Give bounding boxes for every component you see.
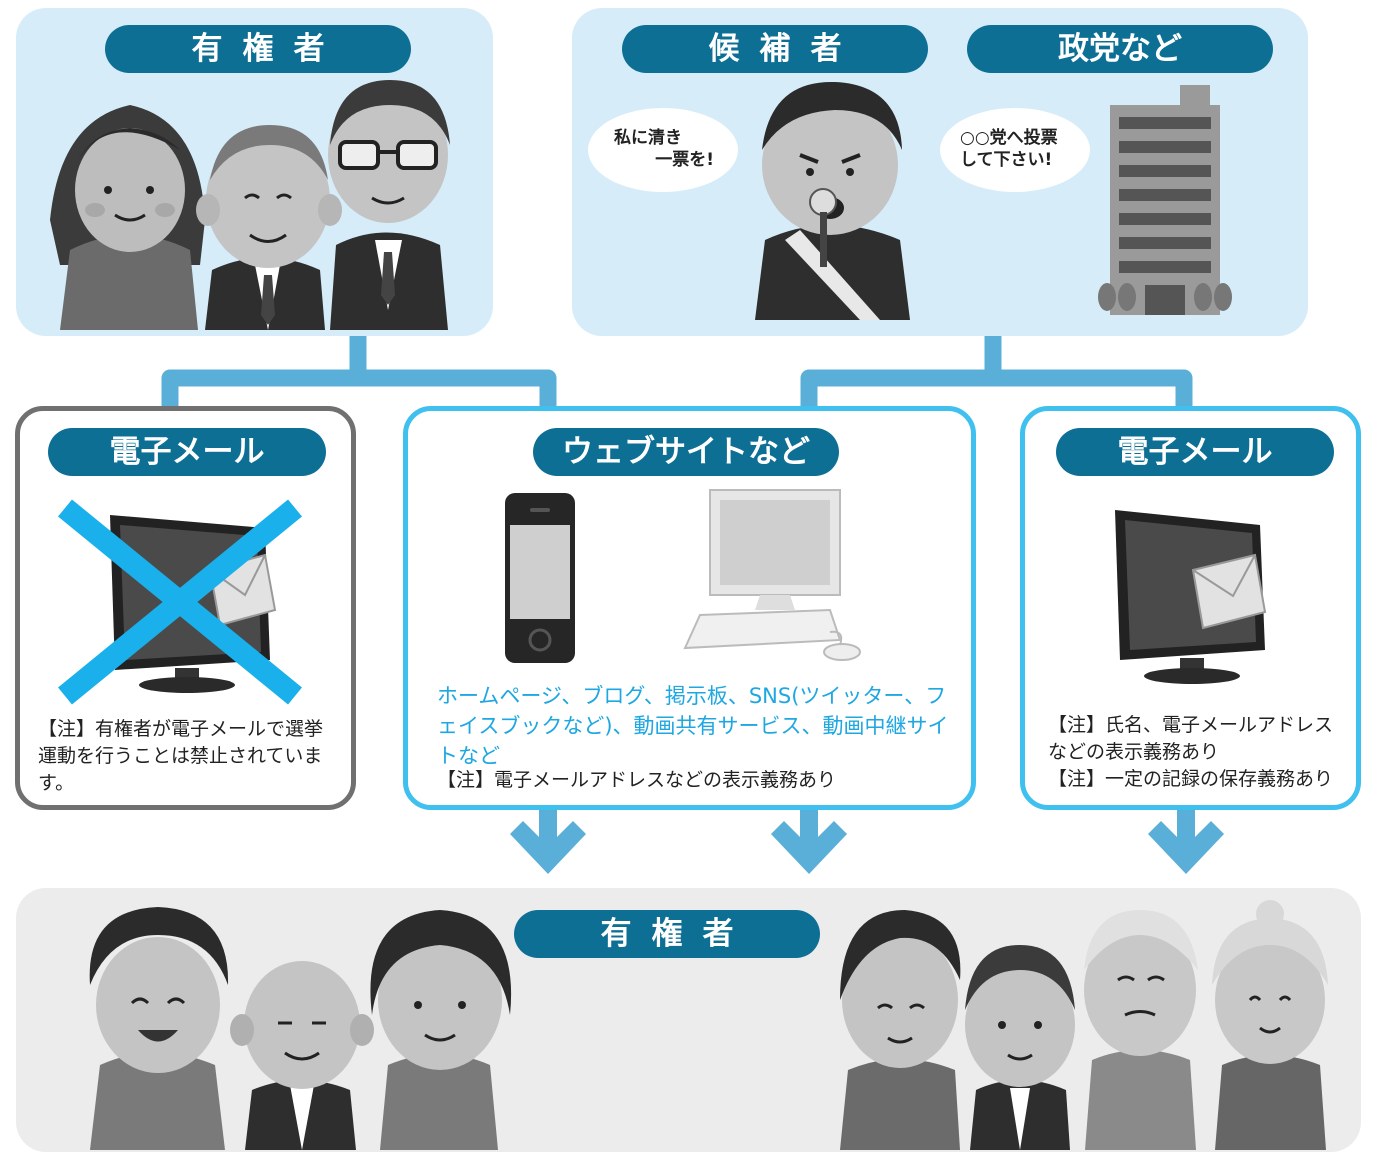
voters-illustration-bottom-left <box>89 907 512 1150</box>
top-voters-label: 有権者 <box>105 25 411 73</box>
woman-figure <box>840 910 961 1150</box>
email-left-note: 【注】有権者が電子メールで選挙運動を行うことは禁止されています。 <box>38 718 324 794</box>
elderly-woman-figure <box>1212 900 1328 1150</box>
party-speech-line-2: して下さい! <box>960 150 1053 170</box>
email-right-label: 電子メール <box>1056 428 1334 476</box>
party-speech-line-1: ○○党へ投票 <box>960 128 1058 148</box>
candidate-label: 候補者 <box>622 25 928 73</box>
email-monitor-prohibited-illustration <box>58 499 302 705</box>
smartphone-illustration <box>505 493 575 663</box>
man-figure <box>965 945 1075 1150</box>
website-label: ウェブサイトなど <box>533 428 839 476</box>
old-man-figure <box>196 125 342 330</box>
candidate-speech-line-2: 一票を! <box>655 150 714 170</box>
party-building-illustration <box>1098 85 1232 315</box>
woman-figure <box>50 105 205 330</box>
party-label: 政党など <box>967 25 1273 73</box>
prohibited-x-icon <box>58 499 302 705</box>
website-services-text: ホームページ、ブログ、掲示板、SNS(ツイッター、フェイスブックなど)、動画共有… <box>437 684 949 768</box>
voters-illustration-bottom-right <box>840 900 1328 1150</box>
bald-man-figure <box>230 961 374 1150</box>
voters-illustration-top <box>50 80 450 330</box>
email-right-note-2: 【注】一定の記録の保存義務あり <box>1048 768 1334 790</box>
candidate-speech-line-1: 私に清き <box>614 128 682 148</box>
smiling-woman-figure <box>89 907 229 1150</box>
man-with-glasses-figure <box>328 80 450 330</box>
website-note: 【注】電子メールアドレスなどの表示義務あり <box>437 769 837 791</box>
desktop-pc-illustration <box>683 489 861 661</box>
email-left-label: 電子メール <box>48 428 326 476</box>
arrows <box>510 808 1224 874</box>
email-right-note-1: 【注】氏名、電子メールアドレスなどの表示義務あり <box>1048 714 1334 763</box>
candidate-speech-bubble: 私に清き 一票を! <box>588 108 738 192</box>
party-speech-bubble: ○○党へ投票 して下さい! <box>940 108 1090 192</box>
elderly-man-figure <box>1084 910 1198 1150</box>
candidate-illustration <box>755 81 910 320</box>
email-monitor-illustration <box>1115 510 1267 684</box>
bottom-voters-label: 有権者 <box>514 910 820 958</box>
woman-figure <box>370 910 512 1150</box>
